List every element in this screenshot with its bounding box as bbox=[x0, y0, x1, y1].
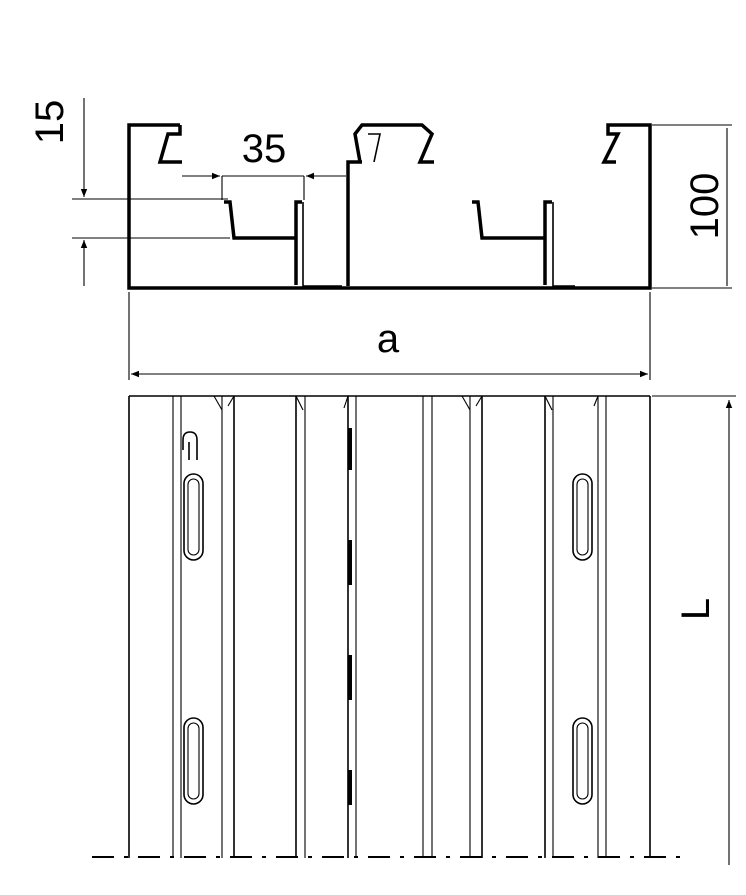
dimension-rail-width: 35 bbox=[182, 127, 346, 200]
dimension-length: L bbox=[652, 395, 736, 865]
left-rail bbox=[224, 200, 302, 285]
dimension-width: a bbox=[128, 292, 651, 380]
cross-section-view bbox=[127, 123, 652, 290]
height-label: 100 bbox=[683, 173, 727, 240]
right-rail-inner bbox=[552, 202, 575, 287]
profile-outline bbox=[127, 123, 652, 290]
width-label: a bbox=[377, 317, 400, 361]
length-label: L bbox=[674, 598, 718, 620]
rail-width-label: 35 bbox=[242, 127, 287, 171]
mounting-slots bbox=[183, 473, 593, 805]
right-rail bbox=[472, 200, 552, 285]
dimension-height: 100 bbox=[652, 124, 732, 289]
dimension-lip-height: 15 bbox=[28, 98, 230, 286]
lip-height-label: 15 bbox=[28, 100, 72, 145]
center-section-inner bbox=[368, 133, 381, 163]
left-rail-inner bbox=[302, 202, 342, 287]
profile-lines bbox=[172, 396, 607, 858]
top-chamfers bbox=[213, 395, 599, 411]
slot bbox=[183, 473, 204, 561]
plan-view bbox=[92, 395, 684, 858]
slot bbox=[572, 473, 593, 561]
center-section bbox=[346, 123, 435, 286]
slot bbox=[183, 717, 204, 805]
hook-icon bbox=[182, 431, 198, 460]
slot bbox=[572, 717, 593, 805]
